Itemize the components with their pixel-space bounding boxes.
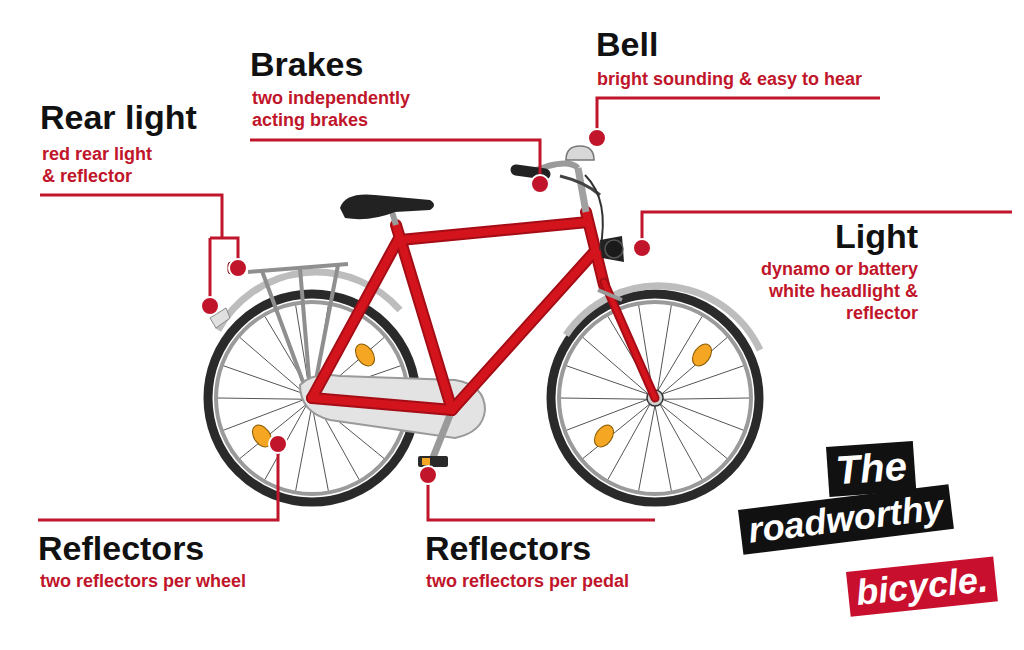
spoke <box>660 403 702 479</box>
rack-strut <box>300 268 310 390</box>
front-fender <box>566 286 760 350</box>
fork <box>604 282 655 398</box>
seat-stay <box>312 240 398 398</box>
front-brake <box>598 290 622 300</box>
spoke <box>224 399 305 430</box>
part-description: two independently acting brakes <box>252 87 437 131</box>
down-tube <box>452 250 596 410</box>
pedal <box>418 456 448 467</box>
callout-dot <box>531 175 549 193</box>
spoke <box>608 403 650 479</box>
part-description: two reflectors per wheel <box>40 570 340 592</box>
part-name: Rear light <box>40 97 197 137</box>
frame-outline <box>312 212 604 410</box>
callout-dot <box>633 239 651 257</box>
reflector <box>689 341 716 370</box>
leader-line <box>428 476 655 520</box>
badge-box: The <box>826 441 916 497</box>
callout-dot <box>229 259 247 277</box>
part-description: two reflectors per pedal <box>426 570 726 592</box>
callout-dots <box>201 129 651 484</box>
part-name: Bell <box>596 24 658 64</box>
reflector <box>591 422 618 451</box>
chain-stay <box>312 398 452 410</box>
spoke <box>661 338 727 395</box>
stem <box>578 168 586 212</box>
part-description: bright sounding & easy to hear <box>597 68 917 90</box>
callout-dot <box>419 466 437 484</box>
part-name: Reflectors <box>38 528 204 568</box>
spoke <box>296 405 312 491</box>
seat-tube <box>396 225 452 410</box>
spoke <box>661 366 743 395</box>
top-tube <box>400 222 588 240</box>
leader-line <box>597 98 880 136</box>
callout-dot <box>269 435 287 453</box>
rack-strut <box>262 271 306 390</box>
headlight <box>600 236 624 262</box>
callout-dot <box>201 297 219 315</box>
frame <box>312 212 604 410</box>
top-tube <box>400 222 588 240</box>
spoke <box>224 366 306 395</box>
badge-box: bicycle. <box>846 557 998 617</box>
crank-arm <box>432 410 452 460</box>
seat-stay <box>312 240 398 398</box>
chain-stay <box>312 398 452 410</box>
pedal-reflector <box>422 458 430 465</box>
down-tube <box>452 250 596 410</box>
leader-line <box>642 212 1012 246</box>
fork <box>604 282 655 398</box>
badge-text: The <box>834 442 908 493</box>
brake-cable <box>585 175 603 250</box>
leader-line <box>250 140 540 182</box>
bell <box>566 146 594 160</box>
spoke <box>561 398 648 399</box>
leader-line <box>38 446 278 520</box>
spoke <box>218 398 305 399</box>
spoke <box>655 405 671 491</box>
leader-line <box>209 238 212 304</box>
leader-line <box>40 195 222 238</box>
seat-tube <box>396 225 452 410</box>
part-description: red rear light & reflector <box>42 143 162 187</box>
spoke <box>662 398 749 399</box>
badge-text: roadworthy <box>746 486 946 551</box>
spoke <box>567 366 649 395</box>
reflector <box>352 341 379 370</box>
spoke <box>657 305 671 391</box>
saddle <box>340 195 434 220</box>
badge-text: bicycle. <box>854 558 990 613</box>
spoke <box>583 403 651 458</box>
spoke <box>662 399 743 430</box>
callout-dot <box>588 129 606 147</box>
part-description: dynamo or battery white headlight & refl… <box>756 258 918 324</box>
spoke <box>240 403 308 458</box>
spoke <box>265 403 307 479</box>
part-name: Brakes <box>250 44 363 84</box>
headlight-lens <box>605 240 623 258</box>
spoke <box>639 405 655 491</box>
leader-lines <box>38 98 1012 520</box>
spoke <box>659 403 727 458</box>
part-name: Reflectors <box>425 528 591 568</box>
part-name: Light <box>835 216 918 256</box>
